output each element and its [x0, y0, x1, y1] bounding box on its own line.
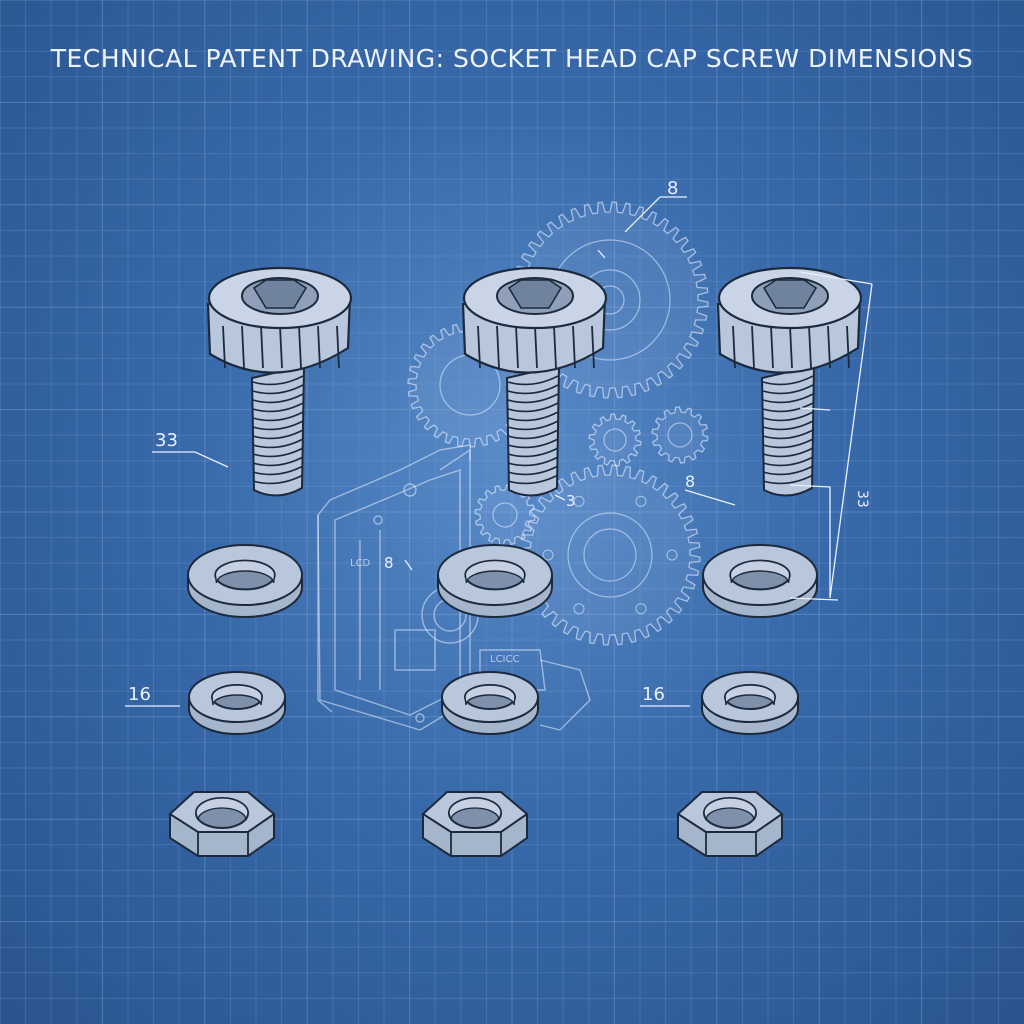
- callout-right-dimension: 33: [854, 490, 870, 508]
- leader-line-center-8: [404, 559, 413, 571]
- top-gear-pin-leader: [597, 249, 606, 259]
- housing-label-lcd: LCD: [350, 558, 371, 569]
- hex-nut-left: [168, 791, 276, 857]
- drawing-title: TECHNICAL PATENT DRAWING: SOCKET HEAD CA…: [50, 44, 974, 73]
- flat-washer-row2-left: [188, 671, 286, 735]
- callout-center-8: 8: [384, 554, 394, 572]
- leader-line-right-8: [684, 489, 736, 506]
- hex-nut-center: [421, 791, 529, 857]
- callout-16-left: 16: [128, 684, 151, 705]
- flat-washer-row2-right: [701, 671, 799, 735]
- small-gear-a-sketch: [588, 413, 642, 467]
- leader-line-33: [152, 451, 229, 468]
- socket-head-cap-screw-center: [461, 266, 608, 497]
- hex-nut-right: [676, 791, 784, 857]
- leader-line-top-8: [624, 196, 687, 233]
- callout-top-8: 8: [667, 178, 678, 199]
- callout-33: 33: [155, 430, 178, 451]
- small-gear-b-sketch: [651, 406, 709, 464]
- callout-gear-3: 3: [566, 492, 576, 510]
- flat-washer-row1-center: [437, 544, 553, 618]
- dimension-line-right: [789, 271, 873, 601]
- callout-right-8: 8: [685, 472, 695, 491]
- callout-16-right: 16: [642, 684, 665, 705]
- socket-head-cap-screw-right: [716, 266, 863, 497]
- flat-washer-row2-center: [441, 671, 539, 735]
- gear-center-leader: [554, 494, 566, 501]
- housing-label-lcicc: LCICC: [490, 654, 519, 665]
- flat-washer-row1-left: [187, 544, 303, 618]
- socket-head-cap-screw-left: [206, 266, 353, 497]
- flat-washer-row1-right: [702, 544, 818, 618]
